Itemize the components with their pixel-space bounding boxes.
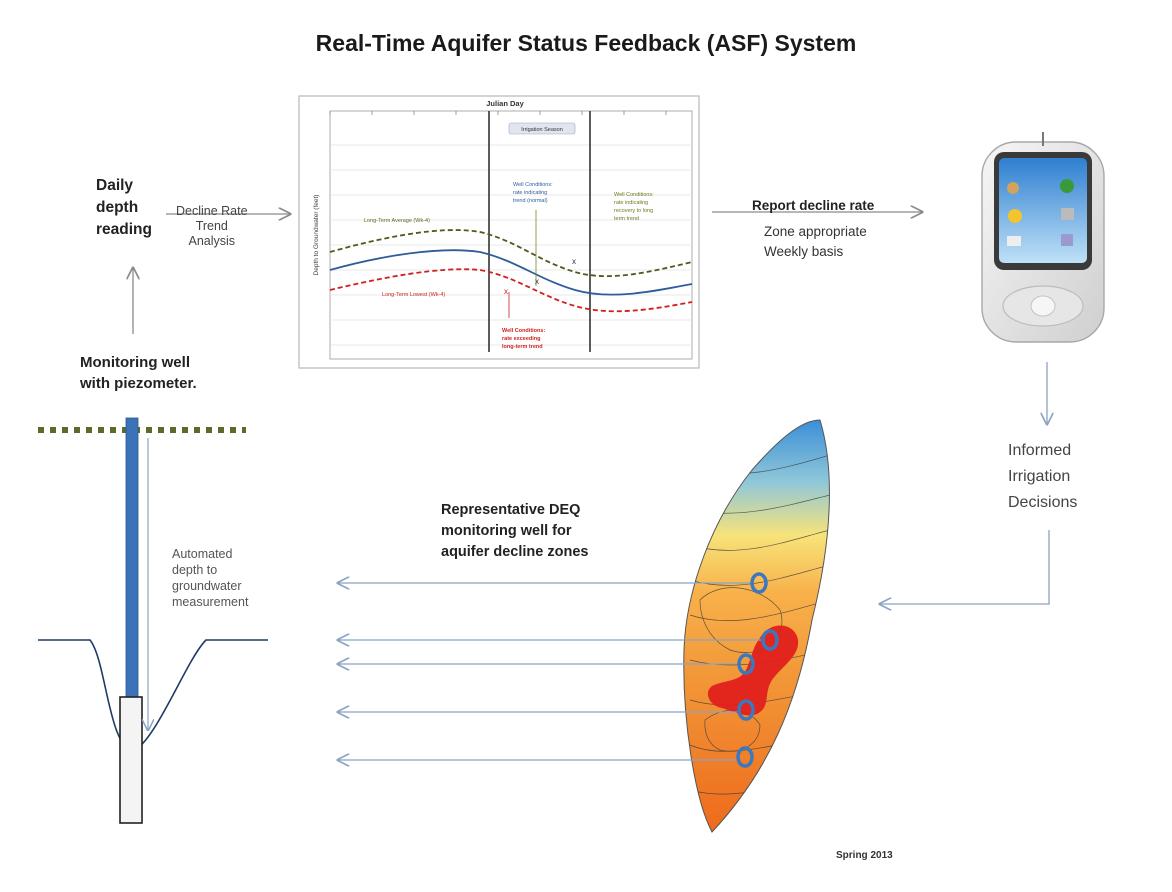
automated-line: groundwater <box>172 579 242 593</box>
automated-line: measurement <box>172 595 249 609</box>
chart-note-red: Well Conditions: rate exceeding long-ter… <box>502 328 547 350</box>
report-decline-rate-label: Report decline rate <box>752 198 875 213</box>
daily-depth-reading-label: Daily depth reading <box>96 175 152 241</box>
chart-long-term-avg-label: Long-Term Average (Wk-4) <box>364 218 430 224</box>
deq-monitoring-label: Representative DEQ monitoring well for a… <box>441 500 588 563</box>
svg-text:x: x <box>572 257 576 266</box>
chart-note-green-line: recovery to long <box>614 208 653 214</box>
daily-line: depth <box>96 199 139 216</box>
informed-line: Irrigation <box>1008 468 1071 485</box>
chart-note-red-line: Well Conditions: <box>502 328 545 334</box>
trend-line: Decline Rate <box>176 204 248 218</box>
date-caption: Spring 2013 <box>836 850 893 861</box>
daily-line: Daily <box>96 177 134 194</box>
aquifer-zone-map <box>683 419 830 833</box>
smartphone-icon <box>981 132 1105 343</box>
report-sub-line: Zone appropriate <box>764 224 867 239</box>
trend-analysis-label: Decline Rate Trend Analysis <box>176 204 248 249</box>
deq-line: Representative DEQ <box>441 502 581 518</box>
trend-line: Trend <box>195 219 228 233</box>
report-sub-line: Weekly basis <box>764 244 844 259</box>
automated-measurement-label: Automated depth to groundwater measureme… <box>172 546 248 610</box>
deq-line: monitoring well for <box>441 523 572 539</box>
svg-text:x: x <box>535 277 539 286</box>
monitoring-line: with piezometer. <box>80 375 197 392</box>
deq-line: aquifer decline zones <box>441 544 589 560</box>
chart-long-term-low-label: Long-Term Lowest (Wk-4) <box>382 292 445 298</box>
chart-note-green-line: term trend <box>614 216 639 222</box>
arrow-decisions-to-map <box>880 530 1050 604</box>
informed-line: Informed <box>1008 442 1072 459</box>
automated-line: Automated <box>172 547 233 561</box>
chart-note-green: Well Conditions: rate indicating recover… <box>614 192 655 222</box>
trend-line: Analysis <box>188 234 236 248</box>
chart-note-green-line: Well Conditions: <box>614 192 654 198</box>
monitoring-well <box>38 417 268 824</box>
decline-trend-chart: x x x <box>298 95 700 369</box>
svg-text:x: x <box>504 287 508 296</box>
chart-note-red-line: long-term trend <box>502 344 543 350</box>
chart-y-label: Depth to Groundwater (feet) <box>313 195 320 276</box>
page-title: Real-Time Aquifer Status Feedback (ASF) … <box>315 30 857 56</box>
report-details: Zone appropriate Weekly basis <box>764 222 867 262</box>
chart-note-red-line: rate exceeding <box>502 336 541 342</box>
chart-note-blue: Well Conditions: rate indicating trend (… <box>513 182 554 204</box>
monitoring-line: Monitoring well <box>80 354 190 371</box>
chart-season-label: Irrigation Season <box>521 127 563 133</box>
monitoring-well-label: Monitoring well with piezometer. <box>80 352 197 394</box>
chart-x-label: Julian Day <box>486 99 524 108</box>
well-output-arrows <box>338 583 761 760</box>
chart-note-blue-line: trend (normal) <box>513 198 548 204</box>
informed-line: Decisions <box>1008 494 1078 511</box>
informed-decisions-label: Informed Irrigation Decisions <box>1008 438 1077 516</box>
automated-line: depth to <box>172 563 218 577</box>
chart-note-blue-line: rate indicating <box>513 190 547 196</box>
chart-note-blue-line: Well Conditions: <box>513 182 553 188</box>
daily-line: reading <box>96 221 152 238</box>
chart-note-green-line: rate indicating <box>614 200 648 206</box>
